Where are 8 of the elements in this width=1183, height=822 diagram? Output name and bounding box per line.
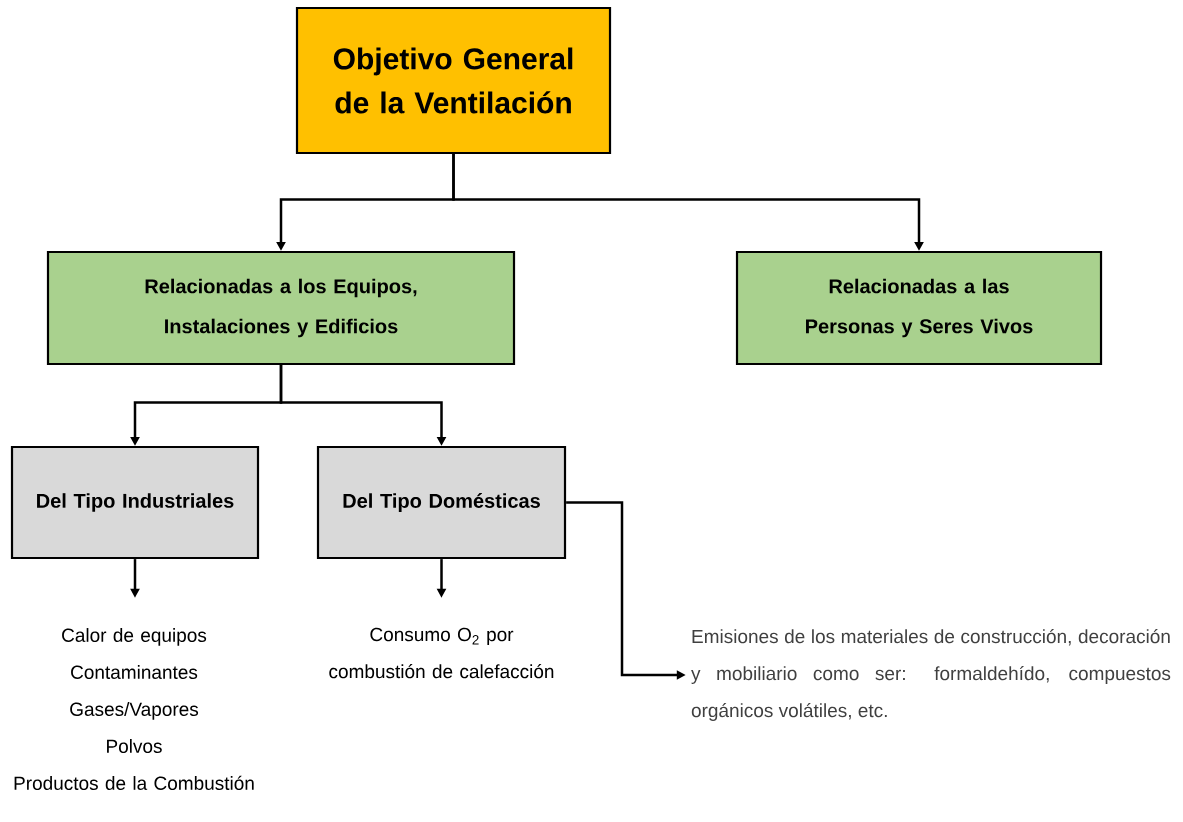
type-box: Del Tipo Domésticas bbox=[316, 445, 567, 560]
type-box: Del Tipo Industriales bbox=[10, 445, 260, 560]
item-text: Consumo O$_{2}$ por combustión de calefacción bbox=[329, 627, 554, 679]
item-list: Calor de equipos Contaminantes Gases/Vapores Polvos Productos de la Combustión bbox=[14, 628, 254, 790]
note-text: Emisiones de los materiales de construcción, decoración y mobiliario como ser: formaldehído, compuestos orgánicos volátiles, etc. bbox=[691, 629, 1171, 721]
category-box: Relacionadas a las Personas y Seres Vivos bbox=[735, 250, 1103, 366]
category-box: Relacionadas a los Equipos, Instalaciones y Edificios bbox=[46, 250, 516, 366]
title-box: Objetivo General de la Ventilación bbox=[295, 6, 612, 155]
